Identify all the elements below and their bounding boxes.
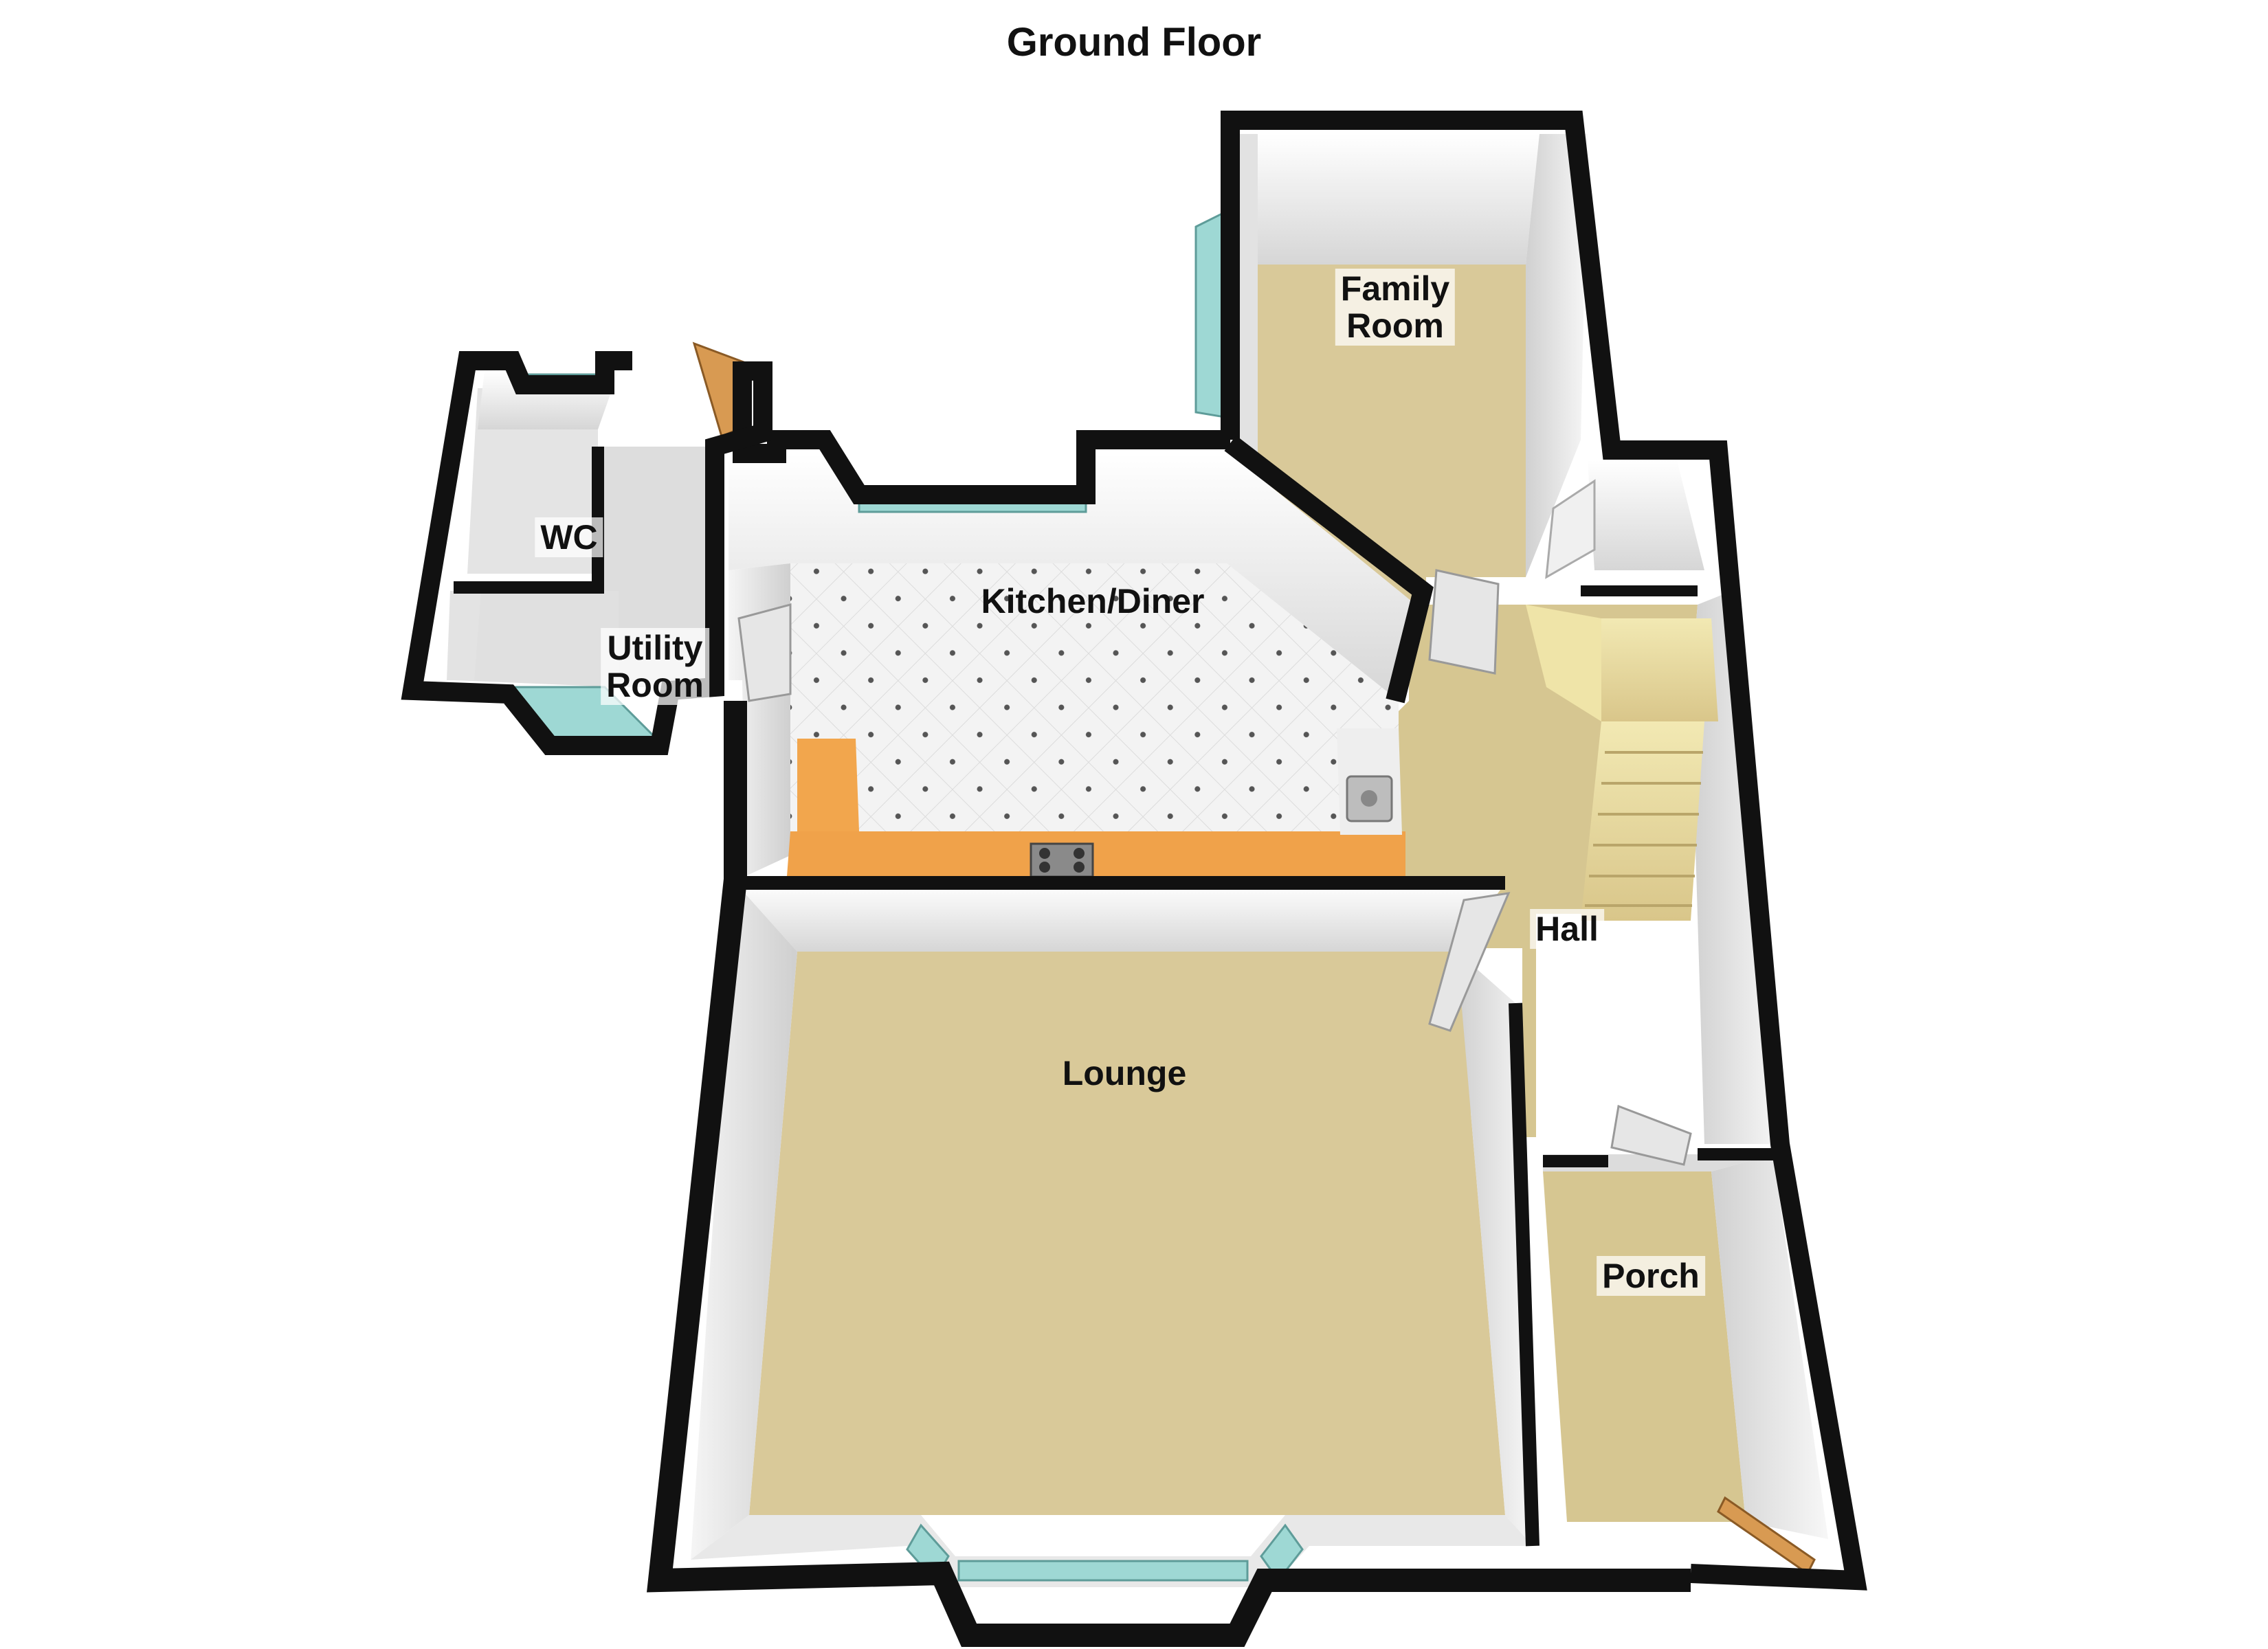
stair-flight — [1581, 721, 1704, 921]
lounge-east-wall — [1509, 1002, 1539, 1547]
plan-title: Ground Floor — [1006, 20, 1262, 65]
utility-left-wall — [447, 591, 481, 680]
family-back-wall — [1237, 134, 1539, 265]
wc-label: WC — [535, 517, 603, 557]
lounge-left-wall — [691, 883, 797, 1560]
lounge-label-text: Lounge — [1062, 1054, 1187, 1092]
family-room-label-line2: Room — [1346, 306, 1444, 345]
walls — [401, 111, 1867, 1647]
west-walls — [733, 361, 1230, 504]
staircase — [1526, 605, 1718, 921]
porch-right-wall — [1711, 1154, 1828, 1539]
kitchen-label-text: Kitchen/Diner — [981, 582, 1205, 620]
utility-room-label: Utility Room — [601, 628, 709, 705]
family-left-wall — [1237, 134, 1258, 481]
kitchen-floor — [790, 563, 1399, 855]
family-room-walls — [1221, 111, 1867, 1591]
utility-lower-floor — [454, 591, 619, 687]
porch-door — [1610, 1104, 1692, 1166]
utility-room-label-line2: Room — [606, 666, 704, 704]
stair-winder — [1526, 605, 1601, 721]
lounge-door — [1428, 892, 1511, 1032]
porch-floor — [1543, 1171, 1746, 1522]
kitchen-back-wall — [729, 453, 1416, 701]
kitchen-units — [787, 728, 1405, 878]
lounge-floor — [749, 952, 1505, 1515]
hall-label-text: Hall — [1535, 910, 1599, 948]
worktop-front — [787, 831, 1405, 876]
hob — [1030, 842, 1094, 878]
hall-right-wall — [1691, 591, 1780, 1144]
porch-label-text: Porch — [1602, 1257, 1700, 1295]
utility-floor — [598, 447, 722, 687]
wc-utility-walls — [401, 351, 772, 755]
family-hall-door — [1428, 569, 1500, 675]
wc-label-text: WC — [540, 518, 598, 557]
bay-window-front — [957, 1560, 1249, 1582]
lounge-label: Lounge — [1057, 1053, 1192, 1093]
family-room-label-line1: Family — [1340, 269, 1450, 308]
cupboard-door — [1545, 479, 1596, 579]
family-right-wall — [1526, 134, 1588, 577]
lounge-outer-walls — [647, 701, 1691, 1647]
hall-label: Hall — [1530, 909, 1604, 949]
lounge-front-wall — [691, 1515, 1533, 1587]
hall-cupboard — [1588, 460, 1704, 570]
kitchen-label: Kitchen/Diner — [975, 581, 1210, 621]
utility-room-label-line1: Utility — [607, 629, 703, 667]
doors — [692, 341, 1816, 1575]
worktop-left — [797, 739, 859, 855]
family-room-label: Family Room — [1335, 269, 1456, 346]
porch-label: Porch — [1597, 1256, 1705, 1296]
wc-divider — [454, 447, 604, 594]
lounge-back-wall — [735, 883, 1505, 952]
kitchen-diagonal-wall — [1224, 435, 1434, 704]
stair-landing — [1594, 618, 1718, 721]
utility-door — [737, 603, 792, 702]
